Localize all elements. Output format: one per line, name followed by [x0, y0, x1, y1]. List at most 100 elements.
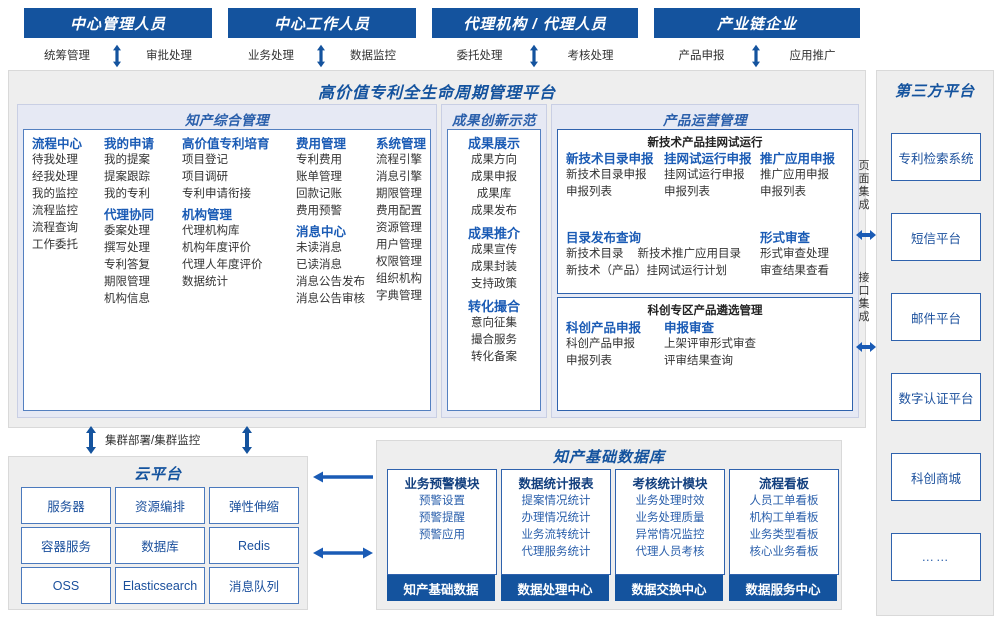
db-column-item-1-1[interactable]: 办理情况统计 — [521, 512, 591, 524]
ach-group-item-0-1[interactable]: 成果申报 — [471, 171, 517, 183]
db-column-item-1-0[interactable]: 提案情况统计 — [521, 495, 591, 507]
ip-group-item-1-1-2[interactable]: 专利答复 — [104, 259, 150, 271]
ip-group-item-1-0-0[interactable]: 我的提案 — [104, 154, 150, 166]
ip-group-item-3-0-0[interactable]: 专利费用 — [296, 154, 342, 166]
ip-group-item-2-0-2[interactable]: 专利申请衔接 — [182, 188, 251, 200]
cloud-cell-3[interactable]: 容器服务 — [21, 527, 111, 564]
ach-group-item-2-2[interactable]: 转化备案 — [471, 351, 517, 363]
ip-group-item-4-0-3[interactable]: 费用配置 — [376, 205, 422, 217]
db-column-foot-1[interactable]: 数据处理中心 — [501, 575, 609, 601]
ip-group-item-1-1-0[interactable]: 委案处理 — [104, 225, 150, 237]
ip-group-item-1-0-2[interactable]: 我的专利 — [104, 188, 150, 200]
po-catalog-item-0[interactable]: 新技术目录 — [566, 248, 624, 260]
ip-group-item-1-1-1[interactable]: 撰写处理 — [104, 242, 150, 254]
cloud-cell-2[interactable]: 弹性伸缩 — [209, 487, 299, 524]
po-catalog-item-1[interactable]: 新技术推广应用目录 — [637, 248, 742, 260]
db-column-item-3-3[interactable]: 核心业务看板 — [749, 546, 819, 558]
db-column-item-2-2[interactable]: 异常情况监控 — [635, 529, 705, 541]
third-party-item-0[interactable]: 专利检索系统 — [891, 133, 981, 181]
cloud-cell-0[interactable]: 服务器 — [21, 487, 111, 524]
cloud-cell-4[interactable]: 数据库 — [115, 527, 205, 564]
third-party-item-4[interactable]: 科创商城 — [891, 453, 981, 501]
ip-group-item-4-0-5[interactable]: 用户管理 — [376, 239, 422, 251]
db-column-item-2-1[interactable]: 业务处理质量 — [635, 512, 705, 524]
ip-group-item-0-0-3[interactable]: 流程监控 — [32, 205, 78, 217]
ip-group-item-4-0-4[interactable]: 资源管理 — [376, 222, 422, 234]
ip-group-item-1-0-1[interactable]: 提案跟踪 — [104, 171, 150, 183]
cloud-cell-8[interactable]: 消息队列 — [209, 567, 299, 604]
ach-group-item-1-1[interactable]: 成果封装 — [471, 261, 517, 273]
ip-group-item-2-0-0[interactable]: 项目登记 — [182, 154, 228, 166]
db-column-foot-3[interactable]: 数据服务中心 — [729, 575, 837, 601]
ip-group-item-1-1-3[interactable]: 期限管理 — [104, 276, 150, 288]
cloud-cell-5[interactable]: Redis — [209, 527, 299, 564]
ip-group-item-3-0-1[interactable]: 账单管理 — [296, 171, 342, 183]
db-column-item-1-3[interactable]: 代理服务统计 — [521, 546, 591, 558]
ip-group-item-2-1-2[interactable]: 代理人年度评价 — [182, 259, 263, 271]
cloud-cell-7[interactable]: Elasticsearch — [115, 567, 205, 604]
cloud-cell-6[interactable]: OSS — [21, 567, 111, 604]
ach-group-item-2-0[interactable]: 意向征集 — [471, 317, 517, 329]
ip-group-item-0-0-5[interactable]: 工作委托 — [32, 239, 78, 251]
po-group-item-0-1[interactable]: 申报列表 — [566, 186, 612, 198]
ip-group-item-3-1-2[interactable]: 消息公告发布 — [296, 276, 365, 288]
third-party-item-2[interactable]: 邮件平台 — [891, 293, 981, 341]
po-group-item-2-0[interactable]: 推广应用申报 — [760, 169, 829, 181]
db-column-foot-2[interactable]: 数据交换中心 — [615, 575, 723, 601]
db-column-item-1-2[interactable]: 业务流转统计 — [521, 529, 591, 541]
ach-group-item-1-0[interactable]: 成果宣传 — [471, 244, 517, 256]
ach-group-item-0-0[interactable]: 成果方向 — [471, 154, 517, 166]
po-catalog-item-2[interactable]: 新技术（产品）挂网试运行计划 — [566, 265, 727, 277]
po-group-item-1-1[interactable]: 申报列表 — [664, 186, 710, 198]
ip-group-item-3-1-1[interactable]: 已读消息 — [296, 259, 342, 271]
ip-group-item-2-0-1[interactable]: 项目调研 — [182, 171, 228, 183]
section-ip-management: 知产综合管理 流程中心待我处理经我处理我的监控流程监控流程查询工作委托我的申请我… — [17, 104, 437, 418]
ip-group-item-3-1-3[interactable]: 消息公告审核 — [296, 293, 365, 305]
db-column-item-2-0[interactable]: 业务处理时效 — [635, 495, 705, 507]
po-group-item-1-0[interactable]: 挂网试运行申报 — [664, 169, 745, 181]
ach-group-item-1-2[interactable]: 支持政策 — [471, 278, 517, 290]
ip-group-item-0-0-2[interactable]: 我的监控 — [32, 188, 78, 200]
ip-group-item-4-0-2[interactable]: 期限管理 — [376, 188, 422, 200]
ip-group-item-4-0-0[interactable]: 流程引擎 — [376, 154, 422, 166]
ip-group-item-0-0-0[interactable]: 待我处理 — [32, 154, 78, 166]
db-column-item-0-0[interactable]: 预警设置 — [419, 495, 465, 507]
po-group-item-0-0[interactable]: 新技术目录申报 — [566, 169, 647, 181]
db-column-foot-0[interactable]: 知产基础数据 — [387, 575, 495, 601]
third-party-item-1[interactable]: 短信平台 — [891, 213, 981, 261]
ip-group-item-3-1-0[interactable]: 未读消息 — [296, 242, 342, 254]
db-column-item-0-2[interactable]: 预警应用 — [419, 529, 465, 541]
iz-group-item-0-1[interactable]: 申报列表 — [566, 355, 612, 367]
third-party-item-5[interactable]: …… — [891, 533, 981, 581]
po-group-item-2-1[interactable]: 申报列表 — [760, 186, 806, 198]
db-column-item-3-1[interactable]: 机构工单看板 — [749, 512, 819, 524]
iz-group-item-1-1[interactable]: 评审结果查询 — [664, 355, 733, 367]
ip-group-item-2-1-3[interactable]: 数据统计 — [182, 276, 228, 288]
po-form-review-item-0[interactable]: 形式审查处理 — [760, 248, 829, 260]
ip-group-item-1-1-4[interactable]: 机构信息 — [104, 293, 150, 305]
db-column-item-2-3[interactable]: 代理人员考核 — [635, 546, 705, 558]
ach-group-item-2-1[interactable]: 撮合服务 — [471, 334, 517, 346]
ip-group-item-4-0-7[interactable]: 组织机构 — [376, 273, 422, 285]
po-form-review-item-1[interactable]: 审查结果查看 — [760, 265, 829, 277]
third-party-item-3[interactable]: 数字认证平台 — [891, 373, 981, 421]
ip-group-item-4-0-1[interactable]: 消息引擎 — [376, 171, 422, 183]
ip-group-item-0-0-1[interactable]: 经我处理 — [32, 171, 78, 183]
db-column-3: 流程看板人员工单看板机构工单看板业务类型看板核心业务看板 — [729, 469, 839, 575]
iz-group-item-0-0[interactable]: 科创产品申报 — [566, 338, 635, 350]
ach-group-item-0-2[interactable]: 成果库 — [476, 188, 512, 200]
db-column-item-0-1[interactable]: 预警提醒 — [419, 512, 465, 524]
cloud-cell-1[interactable]: 资源编排 — [115, 487, 205, 524]
ip-group-item-2-1-1[interactable]: 机构年度评价 — [182, 242, 251, 254]
ip-group-item-3-0-3[interactable]: 费用预警 — [296, 205, 342, 217]
ip-group-item-0-0-4[interactable]: 流程查询 — [32, 222, 78, 234]
ach-group-item-0-3[interactable]: 成果发布 — [471, 205, 517, 217]
iz-group-item-1-0[interactable]: 上架评审形式审查 — [664, 338, 756, 350]
db-column-item-3-0[interactable]: 人员工单看板 — [749, 495, 819, 507]
ip-group-item-4-0-6[interactable]: 权限管理 — [376, 256, 422, 268]
po-catalog-line-1[interactable]: 新技术目录 新技术推广应用目录 — [566, 246, 761, 263]
ip-group-item-3-0-2[interactable]: 回款记账 — [296, 188, 342, 200]
ip-group-item-4-0-8[interactable]: 字典管理 — [376, 290, 422, 302]
db-column-item-3-2[interactable]: 业务类型看板 — [749, 529, 819, 541]
ip-group-item-2-1-0[interactable]: 代理机构库 — [182, 225, 240, 237]
